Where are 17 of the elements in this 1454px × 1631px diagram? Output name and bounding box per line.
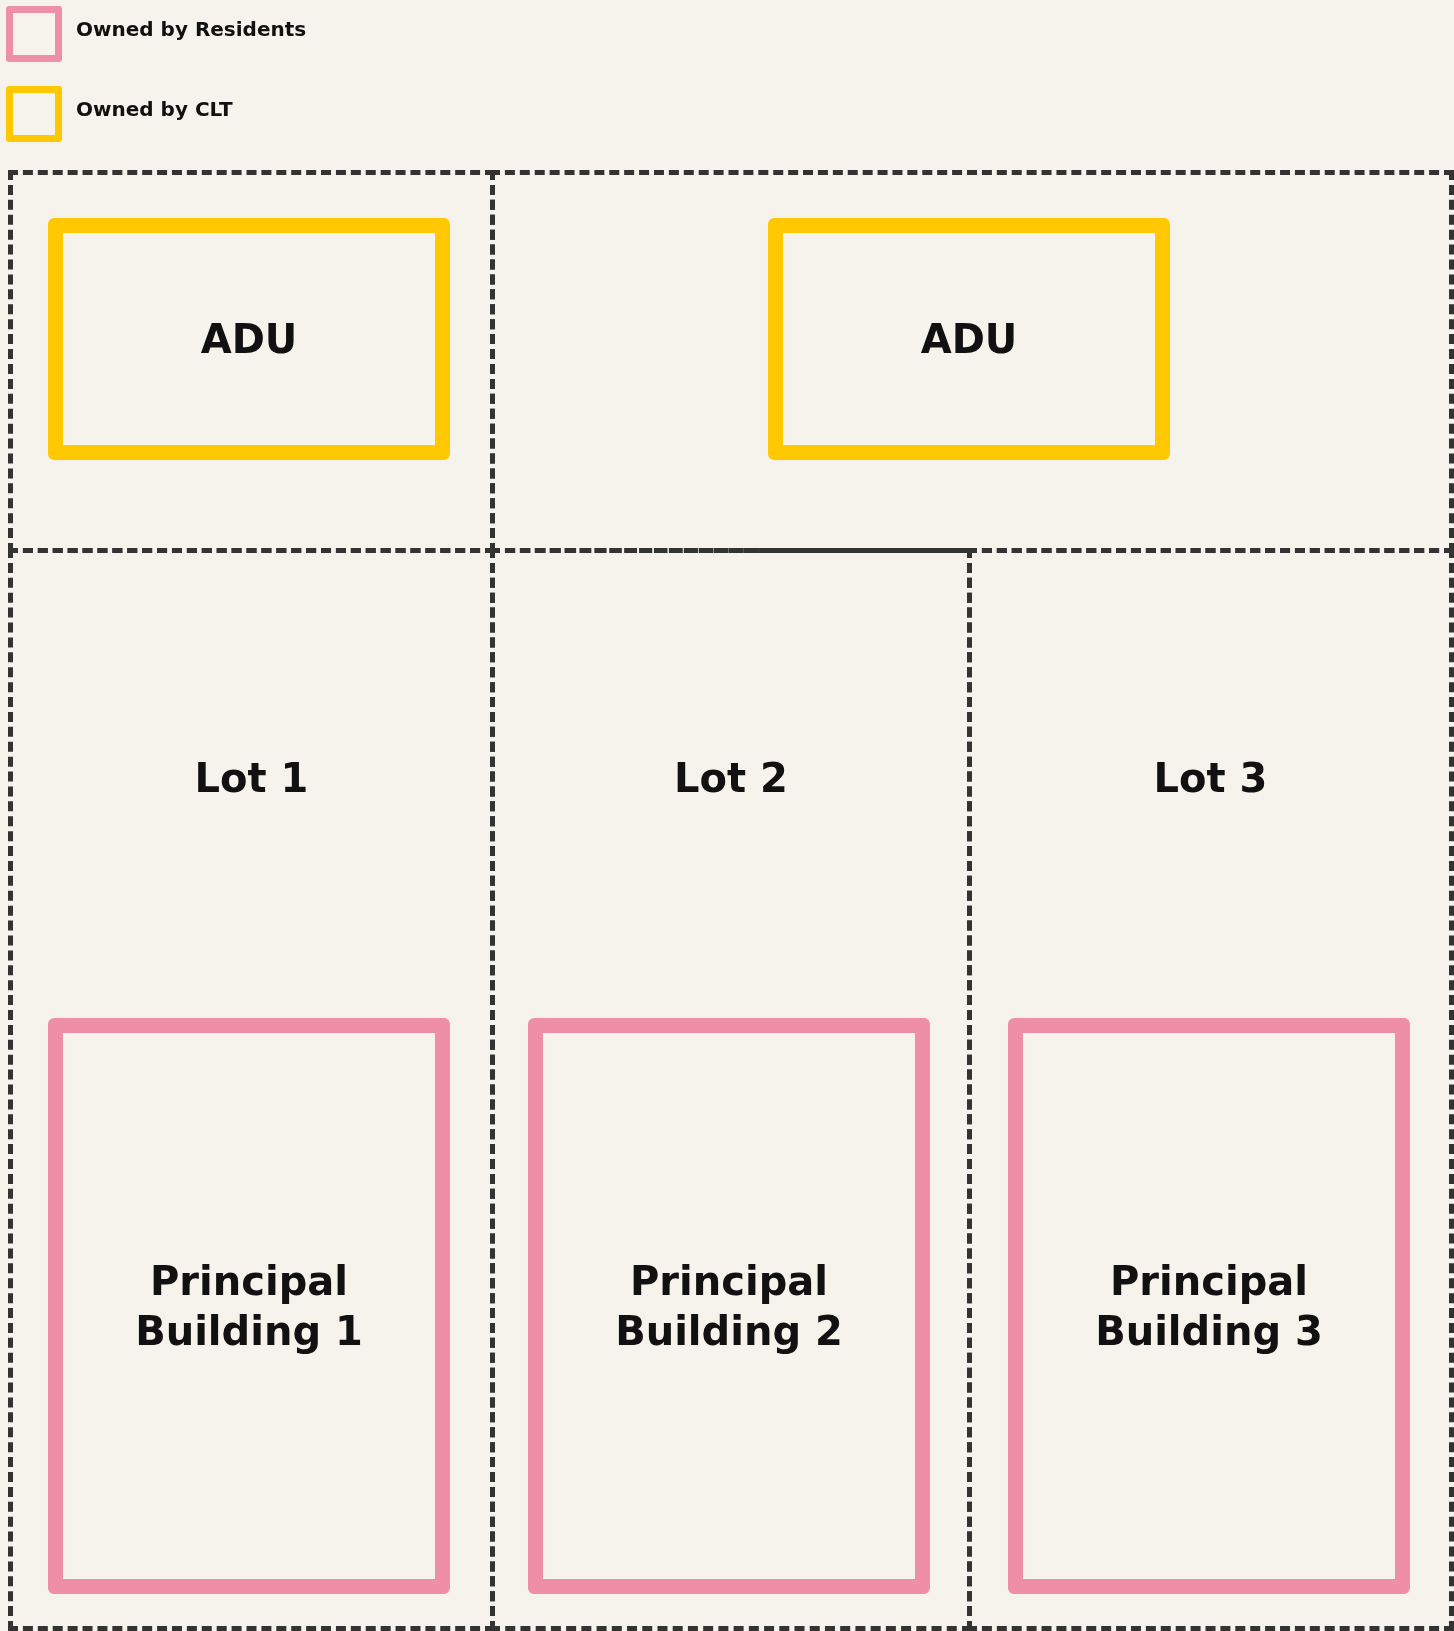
building-box xyxy=(48,1018,450,1594)
lot-boundary xyxy=(967,548,1454,1631)
lot-label: Lot 3 xyxy=(1153,755,1268,801)
building-label: Principal Building 2 xyxy=(614,1257,844,1356)
adu-box xyxy=(48,218,450,460)
building-label: Principal Building 1 xyxy=(134,1257,364,1356)
adu-box xyxy=(768,218,1170,460)
building-label: Principal Building 3 xyxy=(1094,1257,1324,1356)
lot-label: Lot 2 xyxy=(674,755,788,801)
building-box xyxy=(1008,1018,1410,1594)
lot-boundary xyxy=(490,170,1454,553)
legend-label: Owned by Residents xyxy=(76,17,307,41)
building-box xyxy=(528,1018,930,1594)
legend-label: Owned by CLT xyxy=(76,97,233,121)
building-label: ADU xyxy=(920,315,1018,364)
lot-label: Lot 1 xyxy=(194,755,309,801)
building-label: ADU xyxy=(200,315,298,364)
